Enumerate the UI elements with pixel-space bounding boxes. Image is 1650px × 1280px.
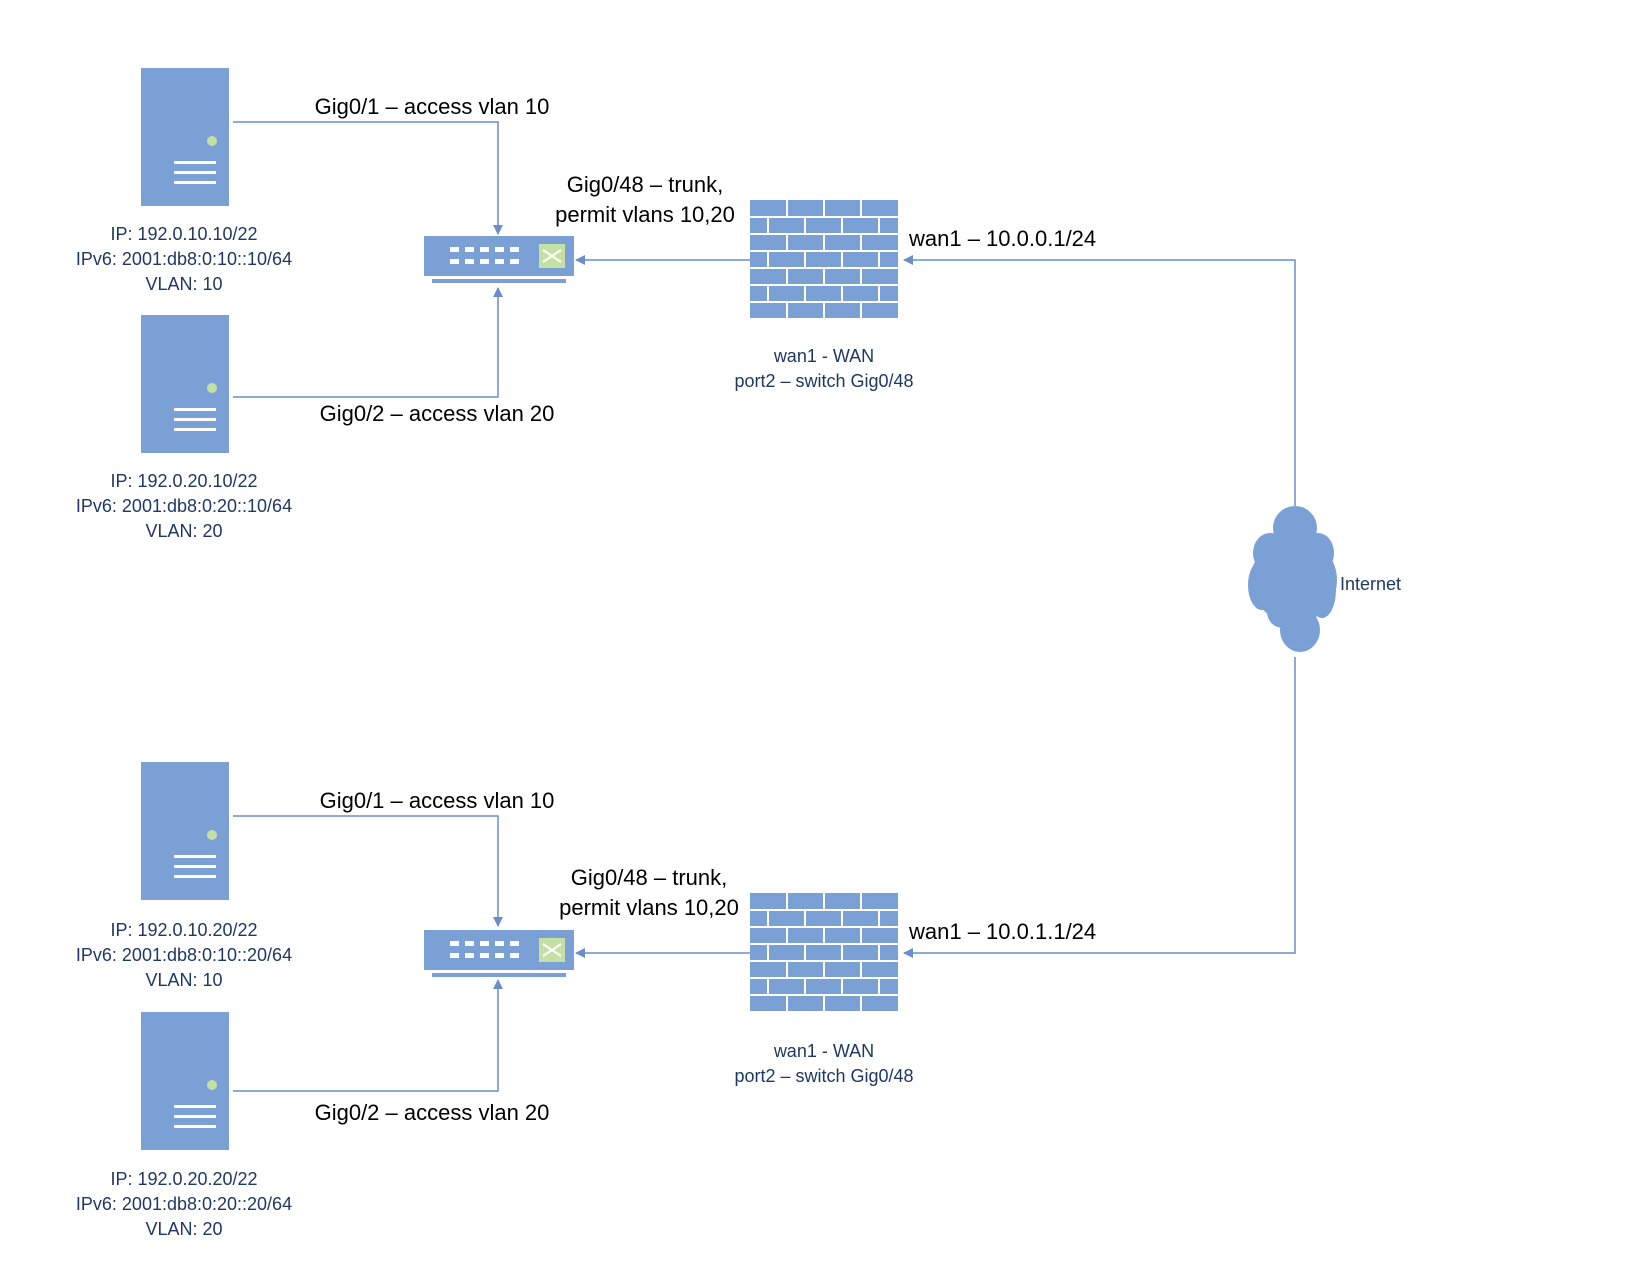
server-led bbox=[207, 1080, 217, 1090]
site-a-server-1[interactable] bbox=[141, 68, 229, 206]
server-led bbox=[207, 136, 217, 146]
server-icon bbox=[141, 68, 229, 206]
site-a-switch[interactable] bbox=[424, 236, 574, 283]
site-a-trunk-line2: permit vlans 10,20 bbox=[555, 202, 735, 227]
server-slot bbox=[174, 428, 216, 431]
site-a-fw-wan-label: wan1 – 10.0.0.1/24 bbox=[908, 226, 1096, 251]
site-a-server2-vlan: VLAN: 20 bbox=[145, 521, 222, 541]
site-a-trunk-line1: Gig0/48 – trunk, bbox=[567, 172, 724, 197]
site-b-fw-label1: wan1 - WAN bbox=[773, 1041, 874, 1061]
server-slot bbox=[174, 865, 216, 868]
switch-base bbox=[432, 973, 566, 977]
server-icon bbox=[141, 762, 229, 900]
site-b-server1-vlan: VLAN: 10 bbox=[145, 970, 222, 990]
site-b-link1-label: Gig0/1 – access vlan 10 bbox=[320, 788, 555, 813]
site-a-fw-label1: wan1 - WAN bbox=[773, 346, 874, 366]
server-slot bbox=[174, 875, 216, 878]
site-a-server2-ip: IP: 192.0.20.10/22 bbox=[110, 471, 257, 491]
server-slot bbox=[174, 161, 216, 164]
site-a-server-2[interactable] bbox=[141, 315, 229, 453]
wire-a-cloud-firewall bbox=[903, 255, 1296, 506]
site-a-link1-label: Gig0/1 – access vlan 10 bbox=[315, 94, 550, 119]
server-slot bbox=[174, 171, 216, 174]
switch-cross-arrows bbox=[542, 943, 562, 957]
internet-label: Internet bbox=[1340, 574, 1401, 594]
site-a-link2-label: Gig0/2 – access vlan 20 bbox=[320, 401, 555, 426]
site-b-server-2[interactable] bbox=[141, 1012, 229, 1150]
firewall-icon bbox=[750, 200, 898, 318]
cloud-icon bbox=[1248, 506, 1337, 652]
server-icon bbox=[141, 1012, 229, 1150]
site-b-server1-ip: IP: 192.0.10.20/22 bbox=[110, 920, 257, 940]
site-a-server1-ipv6: IPv6: 2001:db8:0:10::10/64 bbox=[76, 249, 292, 269]
switch-base bbox=[432, 279, 566, 283]
site-a-server1-ip: IP: 192.0.10.10/22 bbox=[110, 224, 257, 244]
switch-ports bbox=[450, 941, 519, 958]
wire-a-server2-switch bbox=[233, 287, 503, 398]
site-b-server1-ipv6: IPv6: 2001:db8:0:10::20/64 bbox=[76, 945, 292, 965]
server-icon bbox=[141, 315, 229, 453]
site-b-fw-label2: port2 – switch Gig0/48 bbox=[734, 1066, 913, 1086]
site-a-fw-label2: port2 – switch Gig0/48 bbox=[734, 371, 913, 391]
wire-b-server1-switch bbox=[233, 815, 503, 927]
site-b-server-1[interactable] bbox=[141, 762, 229, 900]
site-b-trunk-line2: permit vlans 10,20 bbox=[559, 895, 739, 920]
internet-cloud[interactable] bbox=[1248, 506, 1337, 652]
wire-a-server1-switch bbox=[233, 121, 503, 235]
wire-b-server2-switch bbox=[233, 979, 503, 1092]
site-a-server2-ipv6: IPv6: 2001:db8:0:20::10/64 bbox=[76, 496, 292, 516]
server-slot bbox=[174, 408, 216, 411]
server-slot bbox=[174, 1115, 216, 1118]
firewall-bricks bbox=[750, 200, 898, 318]
server-slot bbox=[174, 855, 216, 858]
server-led bbox=[207, 830, 217, 840]
server-slot bbox=[174, 1125, 216, 1128]
switch-ports bbox=[450, 247, 519, 264]
site-b-switch[interactable] bbox=[424, 930, 574, 977]
server-led bbox=[207, 383, 217, 393]
server-slot bbox=[174, 1105, 216, 1108]
site-b-server2-ipv6: IPv6: 2001:db8:0:20::20/64 bbox=[76, 1194, 292, 1214]
site-b-server2-ip: IP: 192.0.20.20/22 bbox=[110, 1169, 257, 1189]
firewall-bricks bbox=[750, 893, 898, 1011]
firewall-icon bbox=[750, 893, 898, 1011]
wire-b-cloud-firewall bbox=[903, 657, 1296, 958]
server-slot bbox=[174, 181, 216, 184]
site-b-firewall[interactable] bbox=[750, 893, 898, 1011]
site-b-fw-wan-label: wan1 – 10.0.1.1/24 bbox=[908, 919, 1096, 944]
site-b-trunk-line1: Gig0/48 – trunk, bbox=[571, 865, 728, 890]
site-a-server1-vlan: VLAN: 10 bbox=[145, 274, 222, 294]
server-slot bbox=[174, 418, 216, 421]
site-b-server2-vlan: VLAN: 20 bbox=[145, 1219, 222, 1239]
site-a-firewall[interactable] bbox=[750, 200, 898, 318]
site-b-link2-label: Gig0/2 – access vlan 20 bbox=[315, 1100, 550, 1125]
switch-cross-arrows bbox=[542, 249, 562, 263]
